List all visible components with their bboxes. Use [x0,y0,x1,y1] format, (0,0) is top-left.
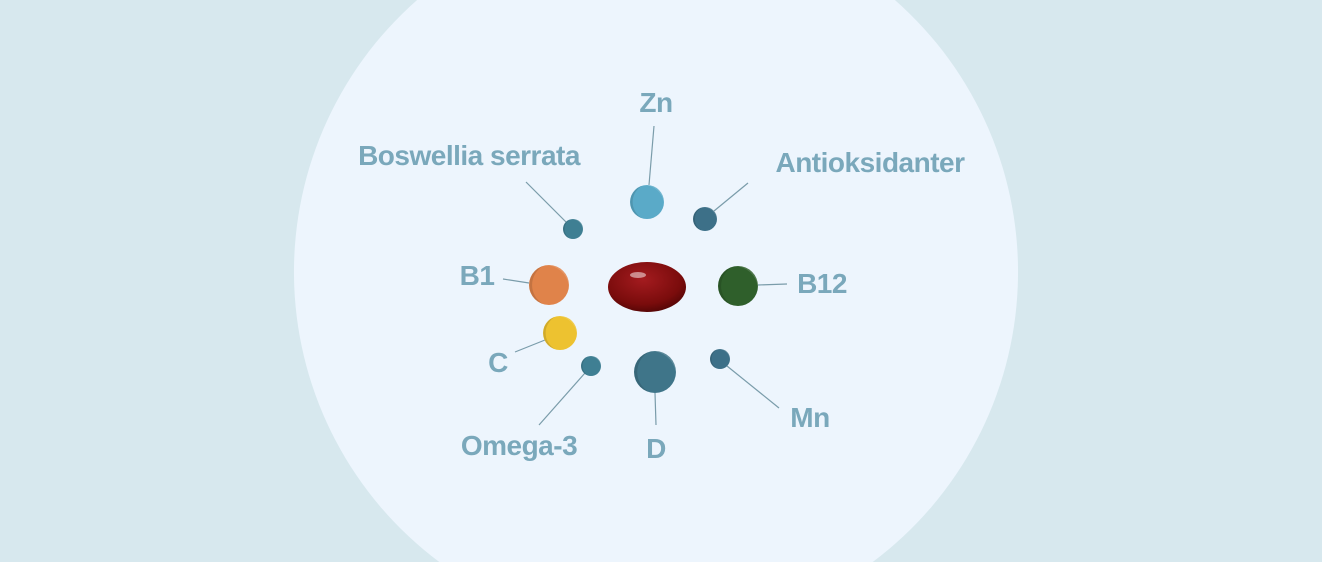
connector-line [757,283,788,286]
connector-line [654,392,657,426]
d-ball-icon [634,351,676,393]
nutrient-label: D [646,433,666,464]
nutrient-label: Zn [639,87,672,118]
connector-line [713,182,749,212]
ball-shadow [634,352,649,392]
antioksidanter-ball-icon [693,207,717,231]
ball-shadow [543,316,555,350]
nutrient-label: B12 [797,268,847,299]
nutrient-b1: B1 [460,260,570,305]
nutrient-label: Mn [790,402,829,433]
nutrient-antioksidanter: Antioksidanter [693,147,966,231]
ball-shadow [529,266,543,304]
nutrient-label: B1 [460,260,495,291]
connector-line [726,365,780,409]
mn-ball-icon [710,349,730,369]
connector-line [502,278,530,284]
capsule-highlight [630,272,646,278]
nutrient-label: C [488,347,508,378]
capsule-icon [608,262,686,312]
ball-shadow [581,356,588,376]
boswellia-serrata-ball-icon [563,219,583,239]
nutrient-label: Omega-3 [461,430,577,461]
ball-shadow [710,349,717,369]
ball-shadow [630,185,642,219]
nutrient-omega-3: Omega-3 [461,355,602,461]
nutrient-mn: Mn [710,348,830,433]
nutrient-label: Boswellia serrata [358,140,581,171]
ball-shadow [693,207,702,231]
omega-3-ball-icon [581,356,601,376]
nutrient-boswellia-serrata: Boswellia serrata [358,140,584,239]
ball-shadow [563,219,570,239]
nutrient-zn: Zn [630,87,673,219]
b12-ball-icon [718,266,758,306]
ball-shadow [718,267,732,305]
nutrient-b12: B12 [718,265,847,306]
nutrient-d: D [634,350,677,464]
zn-ball-icon [630,185,664,219]
nutrient-label: Antioksidanter [775,147,965,178]
connector-line [514,339,546,353]
connector-line [525,181,567,223]
connector-line [538,372,586,426]
b1-ball-icon [529,265,569,305]
c-ball-icon [543,316,577,350]
connector-line [648,125,655,186]
nutrient-c: C [488,315,578,378]
